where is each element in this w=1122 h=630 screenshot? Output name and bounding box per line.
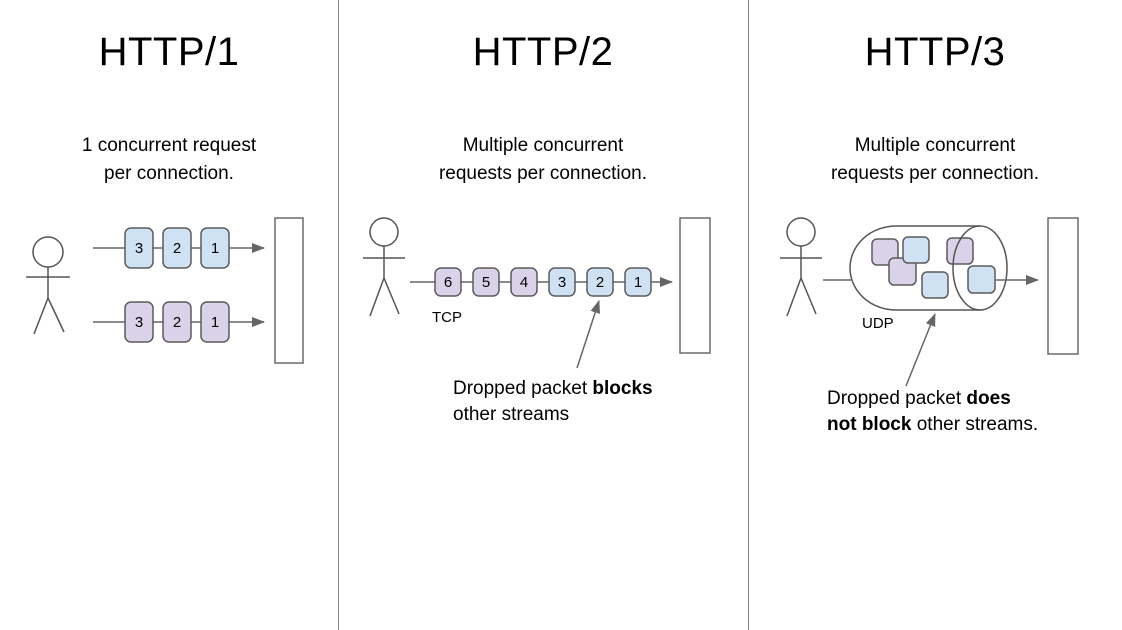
packet-box (472, 267, 500, 297)
client-stick-figure (780, 217, 822, 317)
tcp-packets (434, 267, 652, 297)
stick-figure-leg-left (786, 277, 802, 317)
http2-subtitle: Multiple concurrent requests per connect… (338, 132, 748, 188)
packet-number: 3 (135, 240, 143, 257)
packet-number: 1 (211, 314, 219, 331)
packet-box (200, 227, 230, 269)
packet-number: 3 (558, 274, 566, 291)
http2-annotation-line2: other streams (453, 404, 570, 425)
packet-number: 4 (520, 274, 528, 291)
http3-annotation-line1: Dropped packet does (827, 386, 1107, 412)
http3-title: HTTP/3 (864, 30, 1006, 74)
packet-box (624, 267, 652, 297)
http2-annotation-line1-bold: blocks (592, 378, 653, 399)
http2-subtitle-line2: requests per connection. (438, 163, 648, 184)
packet-box (921, 271, 949, 299)
udp-packets (871, 236, 974, 299)
http3-subtitle-line2: requests per connection. (830, 163, 1040, 184)
http1-subtitle-line1: 1 concurrent request (81, 135, 257, 156)
http3-annotation-line2-normal: other streams. (911, 414, 1039, 435)
http3-annotation-line2: not block other streams. (827, 412, 1107, 438)
stick-figure-leg-right (47, 297, 65, 333)
server-rect (679, 217, 711, 354)
http1-title: HTTP/1 (98, 30, 240, 74)
packet-box (162, 227, 192, 269)
packet-number: 3 (135, 314, 143, 331)
packet-box (124, 227, 154, 269)
stick-figure-head (786, 217, 816, 247)
packet-number: 2 (173, 314, 181, 331)
stick-figure-leg-right (800, 277, 817, 315)
packet-box (200, 301, 230, 343)
server-rect (1047, 217, 1079, 355)
stick-figure-head (32, 236, 64, 268)
http1-subtitle: 1 concurrent request per connection. (0, 132, 338, 188)
http3-annotation-line1-normal: Dropped packet (827, 388, 967, 409)
packet-box (902, 236, 930, 264)
packet-number: 5 (482, 274, 490, 291)
packet-number: 6 (444, 274, 452, 291)
packet-number: 1 (211, 240, 219, 257)
http3-annotation-line1-bold: does (966, 388, 1011, 409)
panel-divider-1 (338, 0, 339, 630)
http2-title: HTTP/2 (472, 30, 614, 74)
dropped-packet-pointer-arrow (905, 313, 936, 387)
udp-tube-end-ellipse (952, 225, 1008, 311)
http3-annotation: Dropped packet does not block other stre… (827, 386, 1107, 438)
http3-annotation-line2-bold: not block (827, 414, 912, 435)
packet-box (967, 265, 996, 294)
http2-annotation: Dropped packet blocks other streams (453, 376, 703, 428)
tcp-label: TCP (432, 309, 462, 326)
http1-diagram: 3 2 1 3 2 1 (26, 217, 304, 364)
udp-label: UDP (862, 315, 894, 332)
http2-annotation-line1-normal: Dropped packet (453, 378, 593, 399)
packet-box (162, 301, 192, 343)
packet-number: 2 (173, 240, 181, 257)
http2-diagram: 6 5 4 3 2 1 TCP (363, 217, 711, 369)
http2-subtitle-line1: Multiple concurrent (462, 135, 624, 156)
packet-number: 2 (596, 274, 604, 291)
packet-box (548, 267, 576, 297)
server-rect (274, 217, 304, 364)
stick-figure-head (369, 217, 399, 247)
client-stick-figure (363, 217, 405, 317)
stick-figure-leg-left (369, 277, 385, 317)
http3-diagram: UDP (780, 217, 1079, 387)
connection2-packets (124, 301, 230, 343)
packet-number: 1 (634, 274, 642, 291)
packet-box (586, 267, 614, 297)
http3-subtitle: Multiple concurrent requests per connect… (748, 132, 1122, 188)
stick-figure-leg-left (33, 297, 49, 335)
dropped-packet-pointer-arrow (576, 300, 601, 369)
packet-box (510, 267, 538, 297)
http1-subtitle-line2: per connection. (104, 163, 234, 184)
http2-annotation-line1: Dropped packet blocks (453, 376, 703, 402)
packet-box (434, 267, 462, 297)
packet-box (946, 237, 974, 265)
udp-tube-body (849, 225, 980, 311)
stick-figure-leg-right (383, 277, 400, 315)
connection1-packets (124, 227, 230, 269)
packet-box (124, 301, 154, 343)
panel-divider-2 (748, 0, 749, 630)
http3-subtitle-line1: Multiple concurrent (854, 135, 1016, 156)
client-stick-figure (26, 236, 70, 335)
